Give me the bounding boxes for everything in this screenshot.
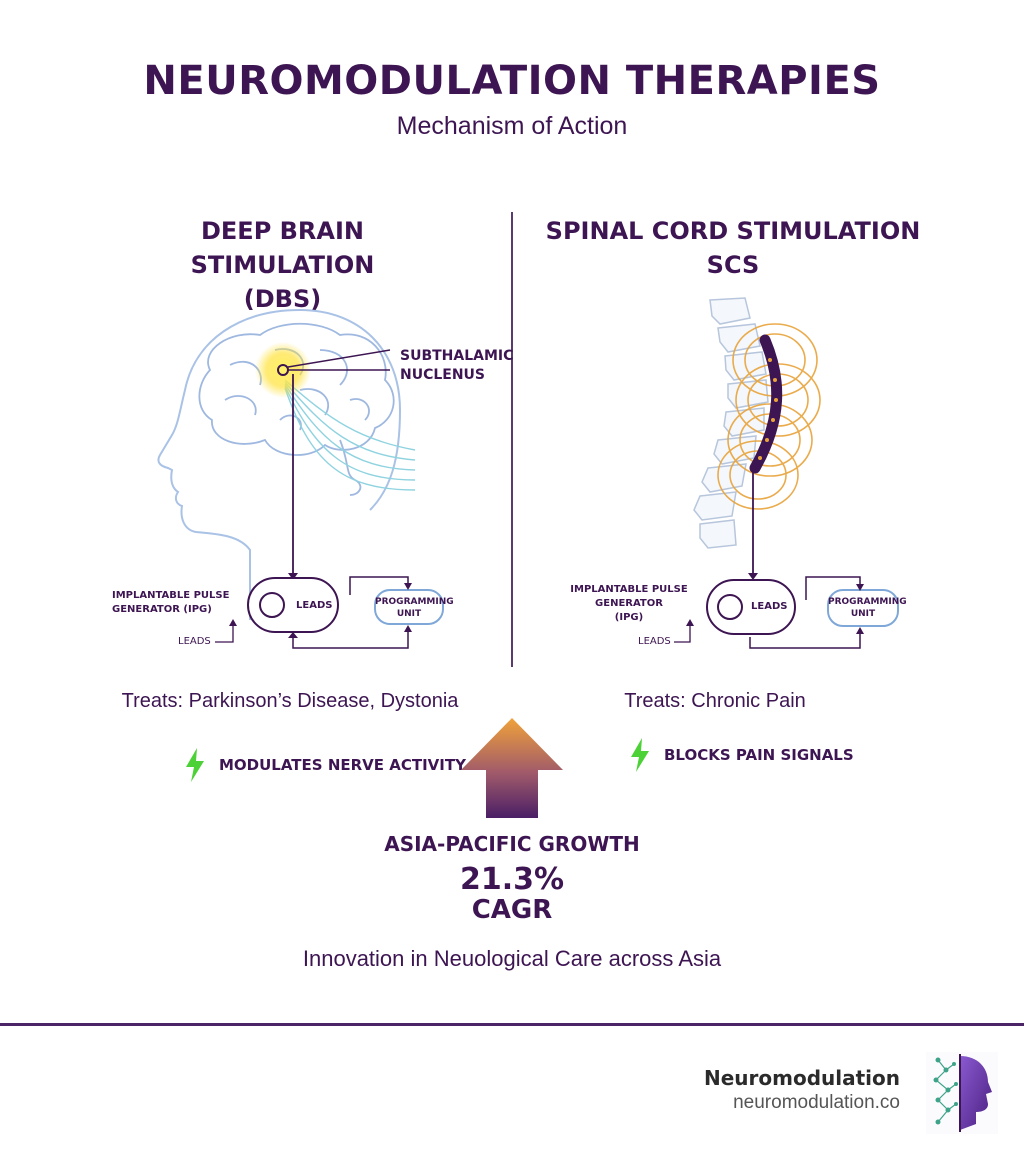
ipg-device-icon <box>706 579 796 635</box>
dbs-ipg-line2: GENERATOR (IPG) <box>112 604 212 615</box>
dbs-target-line2: NUCLENUS <box>400 367 486 383</box>
electrode-contacts <box>758 358 778 460</box>
dbs-programming-label: PROGRAMMING UNIT <box>375 596 454 620</box>
scs-ipg-line2: GENERATOR <box>595 598 663 609</box>
dbs-section-title: DEEP BRAIN STIMULATION (DBS) <box>110 214 455 316</box>
scs-prog-line1: PROGRAMMING <box>828 597 907 607</box>
section-divider <box>511 212 513 667</box>
arrow-down-icon <box>288 573 298 580</box>
dbs-target-label: SUBTHALAMIC NUCLENUS <box>400 347 513 385</box>
scs-ipg-line3: (IPG) <box>614 612 644 623</box>
scs-ipg-line1: IMPLANTABLE PULSE <box>570 584 688 595</box>
dbs-title-line1: DEEP BRAIN STIMULATION <box>190 217 375 279</box>
programming-unit-icon <box>374 589 444 625</box>
page-subtitle: Mechanism of Action <box>396 112 628 140</box>
dbs-leads-box-label: LEADS <box>296 600 333 611</box>
scs-benefit-label: BLOCKS PAIN SIGNALS <box>664 746 854 764</box>
scs-ipg-label: IMPLANTABLE PULSE GENERATOR (IPG) <box>570 583 688 625</box>
scs-prog-line2: UNIT <box>850 609 876 619</box>
dbs-title-line2: (DBS) <box>243 285 322 313</box>
page-title: NEUROMODULATION THERAPIES <box>143 58 881 104</box>
scs-leads-box-label: LEADS <box>751 601 788 612</box>
dbs-ipg-line1: IMPLANTABLE PULSE <box>112 590 230 601</box>
lightning-bolt-icon <box>186 748 204 782</box>
dbs-benefit-label: MODULATES NERVE ACTIVITY <box>219 756 466 774</box>
tagline: Innovation in Neuological Care across As… <box>302 946 722 971</box>
scs-diagram <box>674 297 899 649</box>
spine-vertebrae-icon <box>693 297 769 549</box>
scs-treats: Treats: Chronic Pain <box>624 690 806 712</box>
dbs-ipg-label: IMPLANTABLE PULSE GENERATOR (IPG) <box>112 589 229 617</box>
scs-programming-label: PROGRAMMING UNIT <box>828 596 907 620</box>
brand-name: Neuromodulation <box>703 1066 900 1090</box>
nerve-fiber-lines <box>284 379 416 491</box>
dbs-diagram <box>157 309 444 649</box>
scs-section-title: SPINAL CORD STIMULATION SCS <box>545 217 921 279</box>
dbs-treats: Treats: Parkinson’s Disease, Dystonia <box>121 690 459 712</box>
lightning-bolt-icon <box>631 738 649 772</box>
stimulation-glow <box>255 342 311 398</box>
dbs-prog-line1: PROGRAMMING <box>375 597 454 607</box>
dbs-prog-line2: UNIT <box>396 609 422 619</box>
dbs-benefit: MODULATES NERVE ACTIVITY <box>183 748 466 782</box>
scs-leads-small-label: LEADS <box>638 636 671 647</box>
scs-benefit: BLOCKS PAIN SIGNALS <box>628 738 854 772</box>
growth-label: ASIA-PACIFIC GROWTH <box>384 832 640 856</box>
arrow-down-icon <box>748 573 758 580</box>
growth-value: 21.3% <box>459 862 565 897</box>
up-arrow-icon <box>461 718 563 818</box>
dbs-target-line1: SUBTHALAMIC <box>400 348 514 364</box>
brain-network-logo-icon <box>926 1052 998 1134</box>
brand-url[interactable]: neuromodulation.co <box>733 1092 900 1113</box>
programming-unit-icon <box>827 589 899 627</box>
growth-unit: CAGR <box>471 895 553 925</box>
dbs-leads-small-label: LEADS <box>178 636 211 647</box>
head-profile-icon <box>157 309 402 620</box>
footer-divider <box>0 1023 1024 1026</box>
